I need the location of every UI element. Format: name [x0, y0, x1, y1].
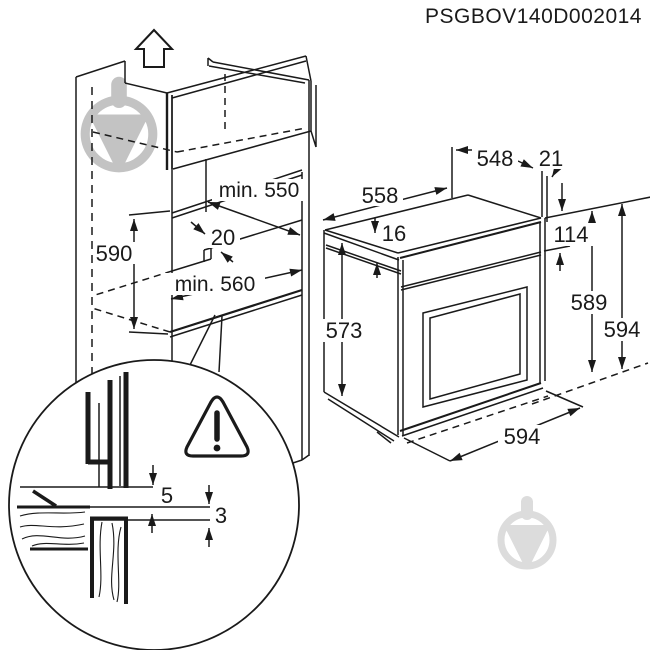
arrow-up-icon [133, 28, 175, 68]
dim-body-height: 589 [571, 290, 608, 315]
dim-top-depth: 548 [477, 146, 514, 171]
cabinet-dimension-labels: 590 min. 550 20 min. 560 [93, 179, 306, 296]
dim-side-height: 573 [326, 318, 363, 343]
dim-oven-depth: 558 [362, 183, 399, 208]
dim-niche-height: 590 [96, 241, 133, 266]
detail-circle: 5 3 [8, 359, 300, 650]
dim-control-panel-height: 114 [553, 222, 588, 247]
dim-oven-width: 594 [504, 424, 541, 449]
dim-top-clearance: 5 [161, 483, 173, 508]
dim-overall-height: 594 [604, 317, 641, 342]
oven-dimension-labels: 558 548 21 16 114 573 589 594 594 [321, 146, 645, 449]
dim-top-flange: 16 [382, 221, 406, 246]
dim-rear-gap: 21 [539, 146, 563, 171]
wood-grain-hatching [19, 511, 122, 603]
dim-base-depth: min. 560 [175, 273, 256, 296]
warning-icon [184, 395, 250, 458]
dim-niche-depth: min. 550 [219, 179, 300, 202]
dim-bottom-clearance: 3 [215, 503, 227, 528]
document-code: PSGBOV140D002014 [425, 5, 642, 28]
detail-leader-lines [188, 314, 223, 373]
dim-back-offset: 20 [211, 225, 235, 250]
oven-door-window [422, 286, 528, 408]
